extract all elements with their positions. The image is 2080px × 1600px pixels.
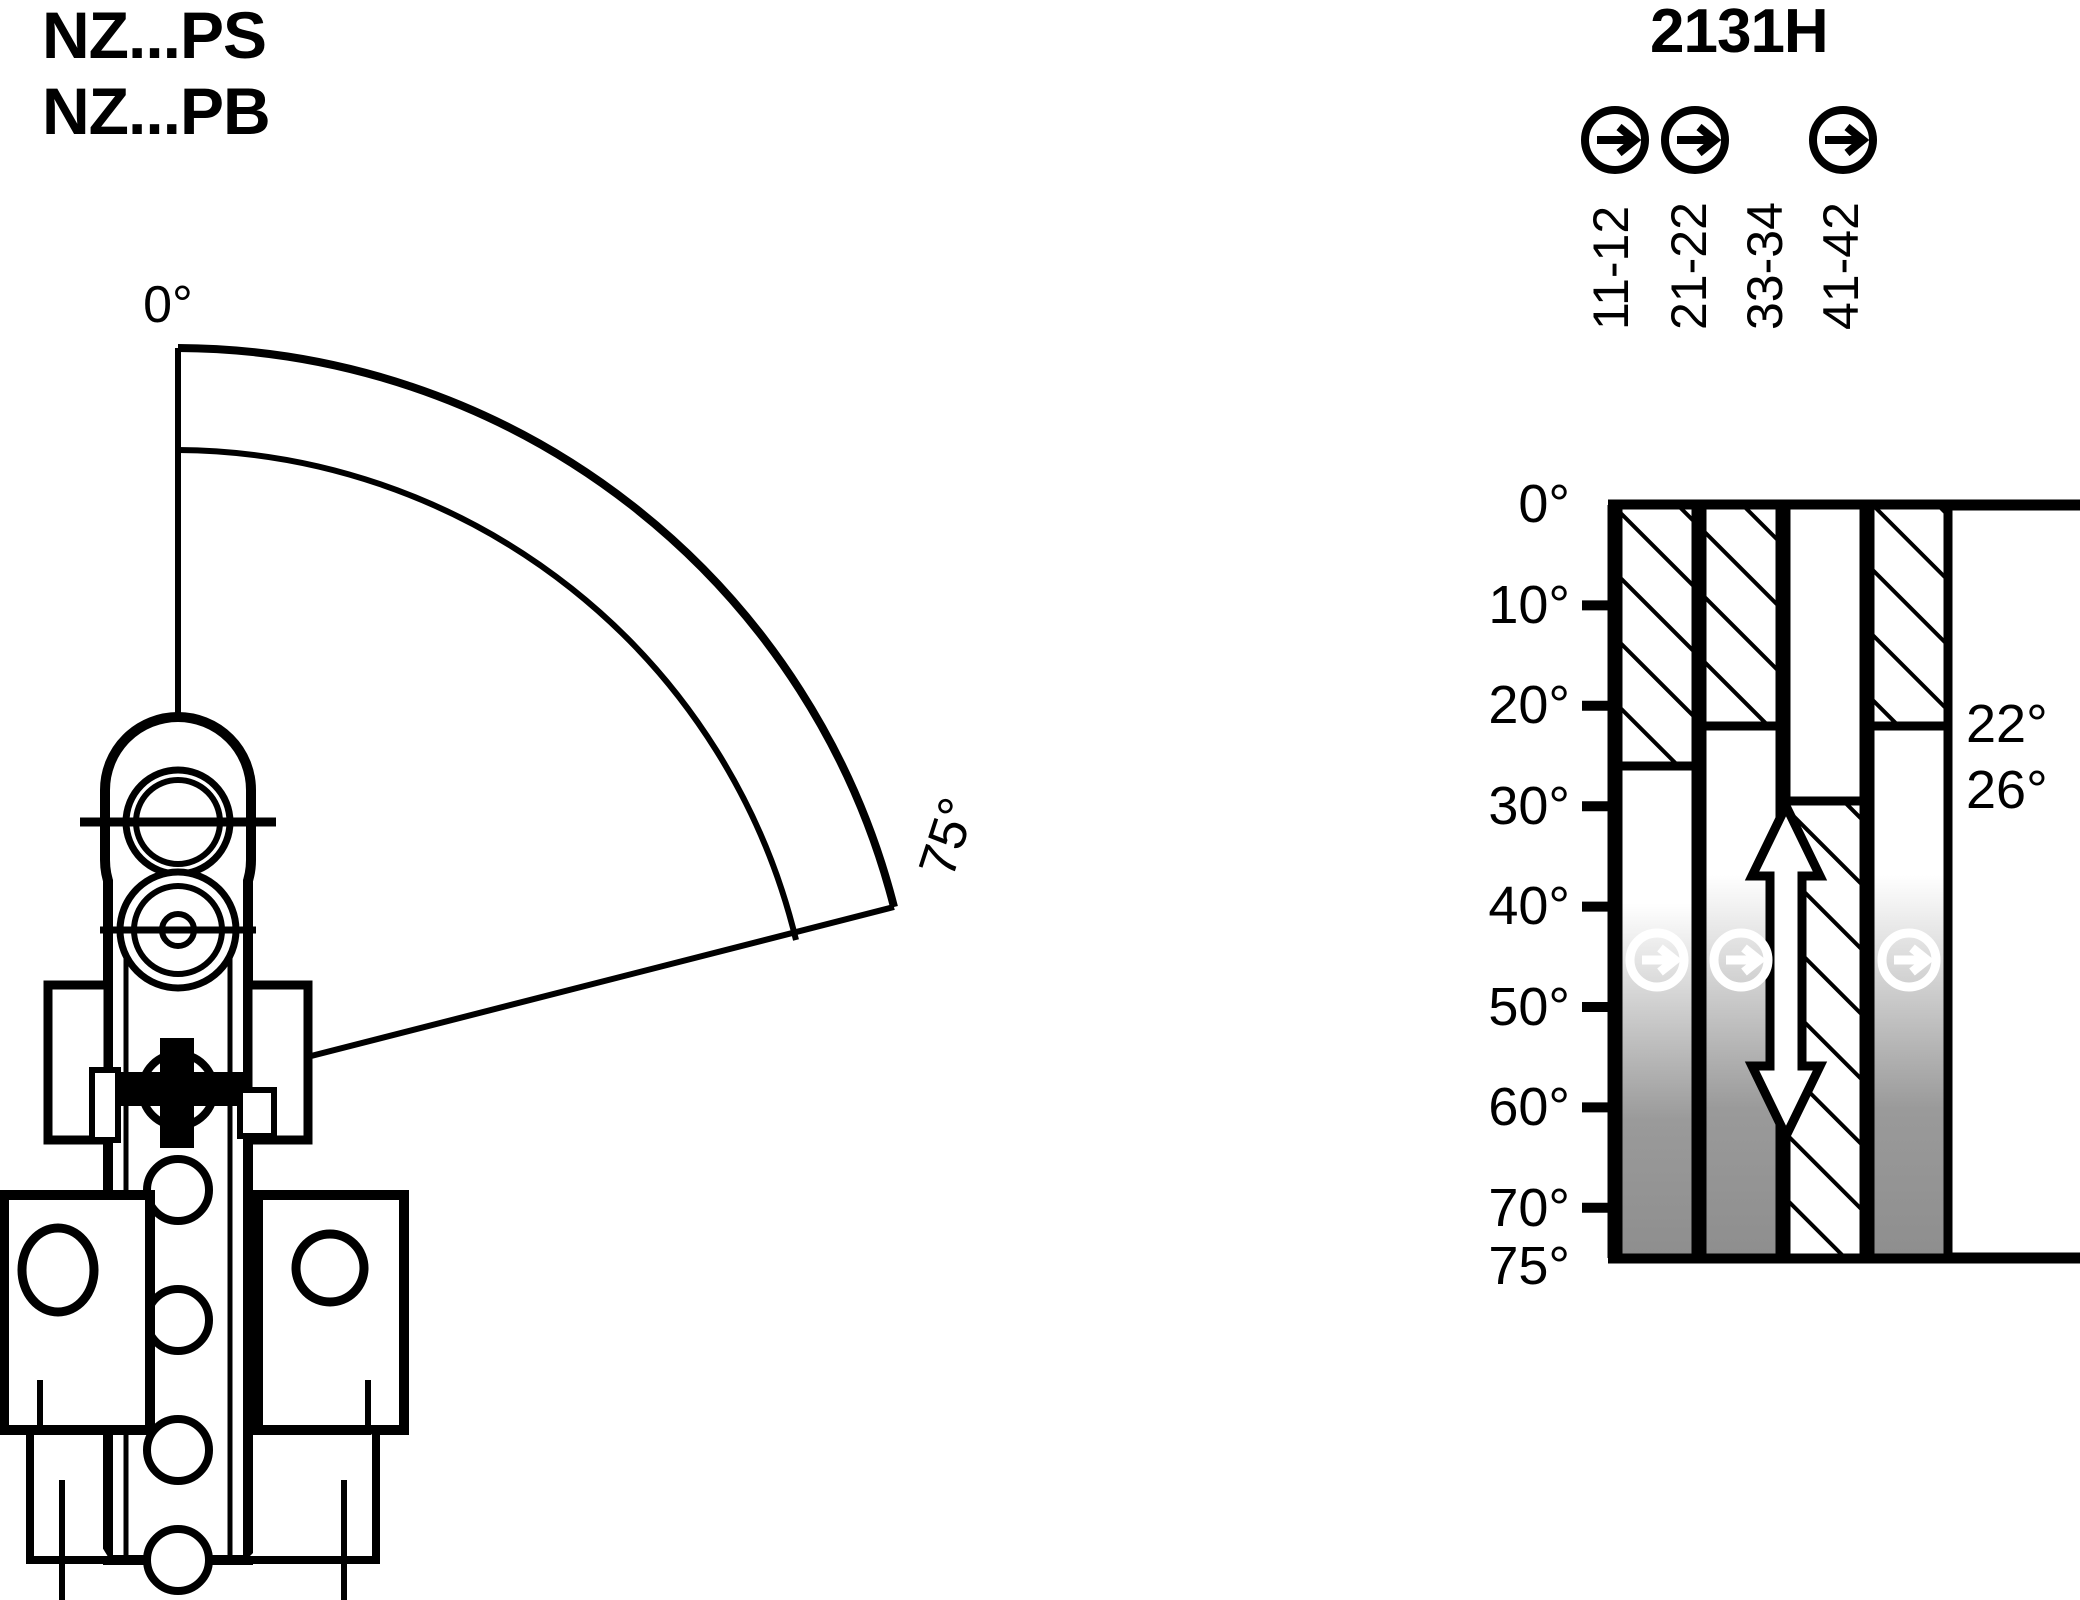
axis-label-50: 50° [1488, 977, 1570, 1037]
annotation-22-degrees: 22° [1966, 694, 2048, 754]
icon-arrow-right-circle-1 [1585, 110, 1645, 170]
switching-diagram: 11-12 21-22 33-34 41-42 0° 10° 20° 30° 4… [1488, 0, 2080, 1296]
axis-label-20: 20° [1488, 675, 1570, 735]
axis-label-0: 0° [1518, 474, 1570, 534]
type-code-title: 2131H [1650, 0, 1829, 66]
product-title-pb: NZ...PB [42, 74, 271, 148]
angle-label-zero: 0° [143, 276, 193, 334]
icon-arrow-right-circle-2 [1665, 110, 1725, 170]
axis-label-60: 60° [1488, 1077, 1570, 1137]
left-diagram: 0° 75° [0, 276, 988, 1600]
axis-label-75: 75° [1488, 1236, 1570, 1296]
annotation-26-degrees: 26° [1966, 760, 2048, 820]
outer-sweep-arc [177, 344, 898, 908]
bar-column-41-42 [1865, 500, 1953, 1263]
axis-label-40: 40° [1488, 876, 1570, 936]
lever-arm [100, 868, 256, 1595]
double-headed-arrow [1744, 795, 1828, 1147]
contact-label-11-12: 11-12 [1583, 206, 1639, 330]
contact-label-33-34: 33-34 [1737, 202, 1793, 330]
axis-label-10: 10° [1488, 575, 1570, 635]
bar-column-11-12 [1613, 500, 1701, 1263]
product-title-ps: NZ...PS [42, 0, 267, 72]
axis-label-70: 70° [1488, 1178, 1570, 1238]
angle-label-seventyfive: 75° [908, 791, 987, 884]
switch-body [0, 980, 409, 1600]
contact-label-21-22: 21-22 [1661, 202, 1717, 330]
axis-label-30: 30° [1488, 776, 1570, 836]
pivot-marker [112, 1038, 244, 1148]
inner-sweep-arc [177, 447, 799, 941]
contact-label-41-42: 41-42 [1813, 202, 1869, 330]
icon-arrow-right-circle-3 [1813, 110, 1873, 170]
